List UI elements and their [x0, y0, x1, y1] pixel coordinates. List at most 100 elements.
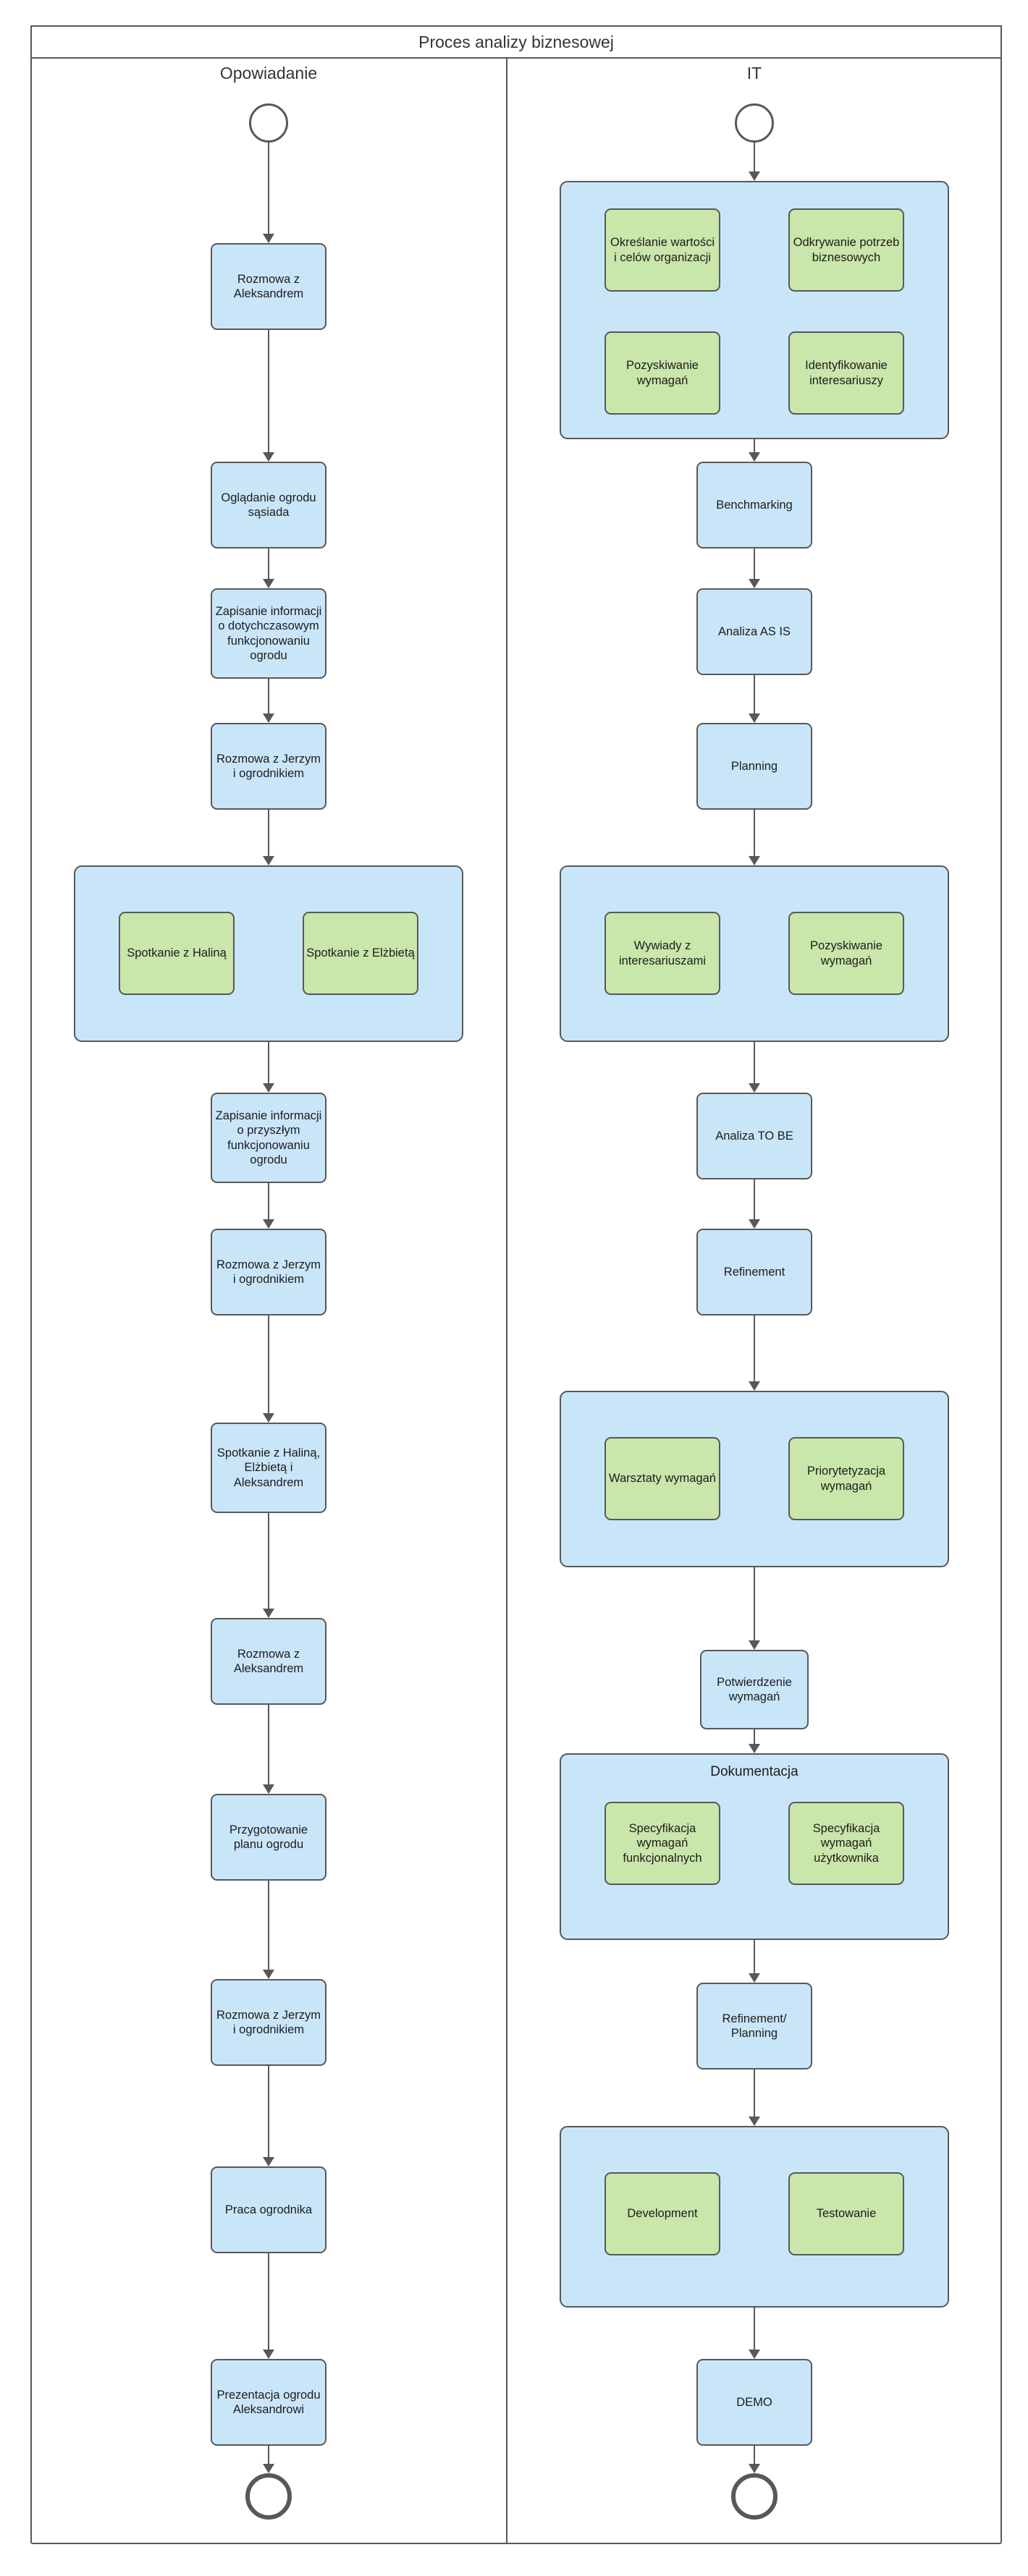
- flow-arrow: [754, 2069, 755, 2117]
- subtask-specyfikacja-uzytkownika[interactable]: Specyfikacja wymagań użytkownika: [788, 1802, 904, 1885]
- lane-divider: [506, 59, 507, 2543]
- flow-arrow: [268, 143, 269, 234]
- flow-arrow: [754, 1567, 755, 1640]
- subtask-identyfikowanie-interesariuszy[interactable]: Identyfikowanie interesariuszy: [788, 331, 904, 415]
- flow-arrow: [754, 810, 755, 856]
- arrowhead-icon: [749, 1640, 760, 1650]
- flow-arrow: [754, 1940, 755, 1973]
- task-spotkanie-hea[interactable]: Spotkanie z Haliną, Elżbietą i Aleksandr…: [211, 1423, 326, 1513]
- flow-arrow: [268, 330, 269, 452]
- subtask-wywiady[interactable]: Wywiady z interesariuszami: [604, 912, 720, 995]
- subtask-spotkanie-elzbieta[interactable]: Spotkanie z Elżbietą: [303, 912, 418, 995]
- arrowhead-icon: [263, 1219, 274, 1229]
- arrowhead-icon: [263, 856, 274, 865]
- flow-arrow: [754, 1315, 755, 1381]
- subtask-specyfikacja-funkcjonalnych[interactable]: Specyfikacja wymagań funkcjonalnych: [604, 1802, 720, 1885]
- flow-arrow: [754, 1179, 755, 1219]
- task-refinement-planning[interactable]: Refinement/ Planning: [696, 1983, 812, 2069]
- flow-arrow: [754, 548, 755, 579]
- flow-arrow: [268, 1183, 269, 1219]
- flow-arrow: [268, 810, 269, 856]
- subtask-spotkanie-halina[interactable]: Spotkanie z Haliną: [119, 912, 235, 995]
- arrowhead-icon: [749, 452, 760, 462]
- task-zapisanie-dotychczasowe[interactable]: Zapisanie informacji o dotychczasowym fu…: [211, 588, 326, 679]
- task-potwierdzenie-wymagan[interactable]: Potwierdzenie wymagań: [700, 1650, 809, 1729]
- task-rozmowa-jerzy-1[interactable]: Rozmowa z Jerzym i ogrodnikiem: [211, 723, 326, 810]
- task-rozmowa-jerzy-2[interactable]: Rozmowa z Jerzym i ogrodnikiem: [211, 1229, 326, 1315]
- flow-arrow: [268, 679, 269, 713]
- flow-arrow: [268, 548, 269, 579]
- subtask-pozyskiwanie-wymagan-1[interactable]: Pozyskiwanie wymagań: [604, 331, 720, 415]
- end-event-opowiadanie[interactable]: [245, 2473, 292, 2520]
- subtask-odkrywanie-potrzeb[interactable]: Odkrywanie potrzeb biznesowych: [788, 208, 904, 292]
- flow-arrow: [268, 1705, 269, 1784]
- task-refinement[interactable]: Refinement: [696, 1229, 812, 1315]
- flow-arrow: [268, 1042, 269, 1083]
- flow-arrow: [754, 2446, 755, 2464]
- arrowhead-icon: [749, 1744, 760, 1753]
- lane-label-it: IT: [746, 64, 762, 82]
- end-event-it[interactable]: [731, 2473, 778, 2520]
- task-prezentacja-ogrodu[interactable]: Prezentacja ogrodu Aleksandrowi: [211, 2359, 326, 2446]
- pool-title-bar: Proces analizy biznesowej: [30, 25, 1002, 59]
- flow-arrow: [268, 1315, 269, 1413]
- arrowhead-icon: [263, 2350, 274, 2359]
- arrowhead-icon: [749, 2350, 760, 2359]
- task-przygotowanie-planu[interactable]: Przygotowanie planu ogrodu: [211, 1794, 326, 1881]
- flow-arrow: [268, 1881, 269, 1970]
- flow-arrow: [268, 2253, 269, 2350]
- arrowhead-icon: [263, 1970, 274, 1979]
- arrowhead-icon: [749, 1381, 760, 1391]
- arrowhead-icon: [749, 1973, 760, 1983]
- flow-arrow: [268, 1513, 269, 1609]
- start-event-it[interactable]: [735, 103, 774, 143]
- arrowhead-icon: [263, 2464, 274, 2473]
- arrowhead-icon: [749, 856, 760, 865]
- task-demo[interactable]: DEMO: [696, 2359, 812, 2446]
- flow-arrow: [268, 2446, 269, 2464]
- arrowhead-icon: [263, 579, 274, 588]
- arrowhead-icon: [263, 2157, 274, 2166]
- task-praca-ogrodnika[interactable]: Praca ogrodnika: [211, 2166, 326, 2253]
- subtask-development[interactable]: Development: [604, 2172, 720, 2255]
- flow-arrow: [754, 1729, 755, 1744]
- arrowhead-icon: [749, 1083, 760, 1093]
- flow-arrow: [754, 675, 755, 713]
- task-analiza-to-be[interactable]: Analiza TO BE: [696, 1093, 812, 1179]
- arrowhead-icon: [263, 1083, 274, 1093]
- task-ogladanie-ogrodu[interactable]: Oglądanie ogrodu sąsiada: [211, 462, 326, 548]
- flow-arrow: [754, 2308, 755, 2350]
- task-rozmowa-jerzy-3[interactable]: Rozmowa z Jerzym i ogrodnikiem: [211, 1979, 326, 2066]
- task-benchmarking[interactable]: Benchmarking: [696, 462, 812, 548]
- task-rozmowa-z-aleksandrem-1[interactable]: Rozmowa z Aleksandrem: [211, 243, 326, 330]
- subtask-warsztaty-wymagan[interactable]: Warsztaty wymagań: [604, 1437, 720, 1520]
- subtask-testowanie[interactable]: Testowanie: [788, 2172, 904, 2255]
- arrowhead-icon: [263, 1784, 274, 1794]
- group-dokumentacja-title: Dokumentacja: [710, 1764, 799, 1779]
- arrowhead-icon: [749, 2464, 760, 2473]
- subtask-okreslanie-wartosci[interactable]: Określanie wartości i celów organizacji: [604, 208, 720, 292]
- task-planning[interactable]: Planning: [696, 723, 812, 810]
- arrowhead-icon: [263, 452, 274, 462]
- flow-arrow: [754, 439, 755, 452]
- arrowhead-icon: [263, 1609, 274, 1618]
- process-pool: [30, 25, 1002, 2544]
- task-analiza-as-is[interactable]: Analiza AS IS: [696, 588, 812, 675]
- task-rozmowa-z-aleksandrem-2[interactable]: Rozmowa z Aleksandrem: [211, 1618, 326, 1705]
- subtask-priorytetyzacja[interactable]: Priorytetyzacja wymagań: [788, 1437, 904, 1520]
- arrowhead-icon: [749, 2117, 760, 2126]
- arrowhead-icon: [749, 171, 760, 181]
- arrowhead-icon: [263, 1413, 274, 1423]
- flow-arrow: [268, 2066, 269, 2157]
- arrowhead-icon: [749, 1219, 760, 1229]
- task-zapisanie-przyszle[interactable]: Zapisanie informacji o przyszłym funkcjo…: [211, 1093, 326, 1183]
- flow-arrow: [754, 1042, 755, 1083]
- subtask-pozyskiwanie-wymagan-2[interactable]: Pozyskiwanie wymagań: [788, 912, 904, 995]
- arrowhead-icon: [263, 234, 274, 243]
- lane-label-opowiadanie: Opowiadanie: [219, 64, 318, 82]
- arrowhead-icon: [263, 713, 274, 723]
- arrowhead-icon: [749, 579, 760, 588]
- start-event-opowiadanie[interactable]: [249, 103, 288, 143]
- flow-arrow: [754, 143, 755, 171]
